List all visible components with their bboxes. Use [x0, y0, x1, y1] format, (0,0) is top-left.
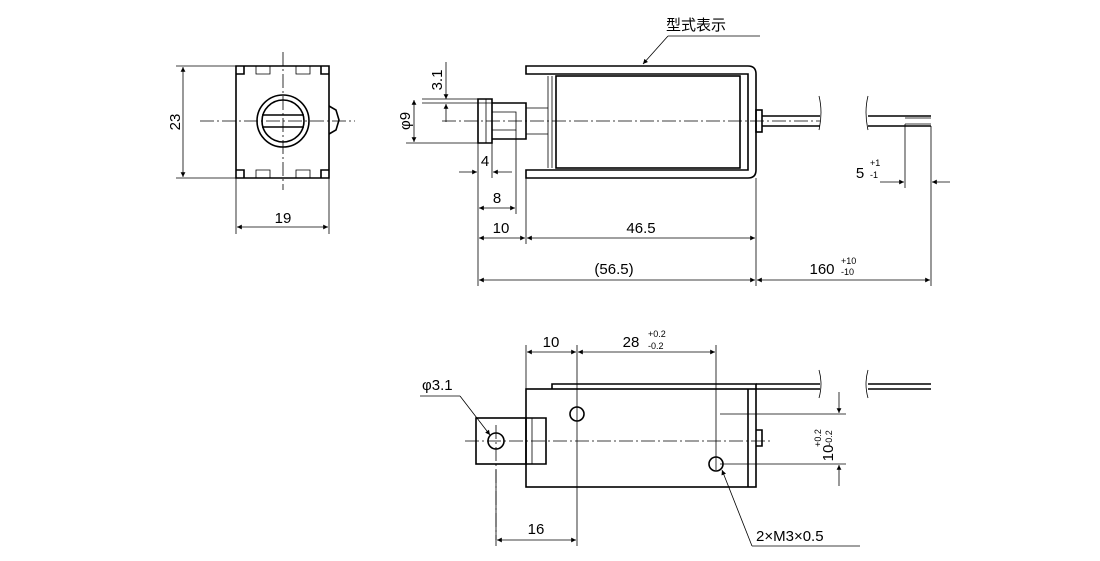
side-dim-8: 8: [493, 190, 501, 207]
side-view: 型式表示 3.1 φ9 4 8 10 46.5 (56.5) 160: [397, 17, 950, 286]
side-dim-160-tol-plus: +10: [841, 256, 856, 266]
front-view-body: [235, 65, 340, 179]
top-dim-phi3-1: φ3.1: [422, 377, 453, 394]
side-dim-3-1: 3.1: [429, 70, 446, 91]
top-dim-10-vertical-tol-plus: +0.2: [813, 429, 823, 447]
top-dim-28-tol-plus: +0.2: [648, 329, 666, 339]
side-dim-10: 10: [493, 220, 510, 237]
side-dim-phi9: φ9: [397, 112, 414, 130]
side-dim-5-tol-plus: +1: [870, 158, 880, 168]
top-dim-28: 28: [623, 334, 640, 351]
side-dim-46-5: 46.5: [626, 220, 655, 237]
side-dim-56-5: (56.5): [594, 261, 633, 278]
top-dim-10: 10: [543, 334, 560, 351]
front-view: 23 19: [167, 52, 355, 234]
side-dim-5-tol-minus: -1: [870, 170, 878, 180]
side-view-body: [477, 65, 931, 179]
top-dim-10-vertical-tol-minus: -0.2: [824, 430, 834, 446]
side-dim-5: 5: [856, 165, 864, 182]
side-dim-160-tol-minus: -10: [841, 267, 854, 277]
model-marking-label: 型式表示: [666, 17, 726, 34]
side-dim-4: 4: [481, 153, 489, 170]
top-dim-28-tol-minus: -0.2: [648, 341, 664, 351]
thread-callout: 2×M3×0.5: [756, 528, 824, 545]
top-dim-16: 16: [528, 521, 545, 538]
top-view: 10 28 +0.2 -0.2 φ3.1 16 10 +0.2 -0.2 2×M…: [420, 329, 931, 547]
top-dim-10-vertical: 10: [820, 445, 837, 462]
top-view-body: [475, 369, 931, 488]
front-width-dim: 19: [275, 210, 292, 227]
front-height-dim: 23: [167, 114, 184, 131]
side-dim-160: 160: [809, 261, 834, 278]
